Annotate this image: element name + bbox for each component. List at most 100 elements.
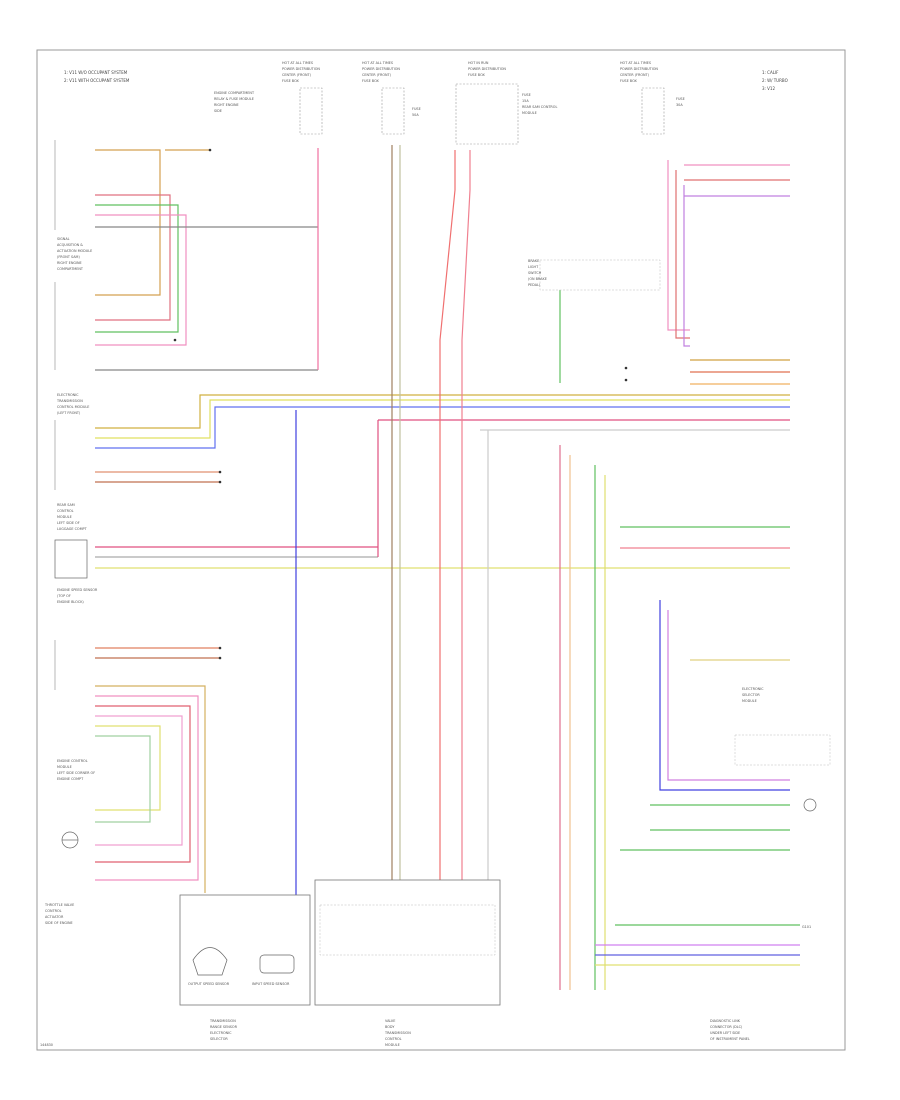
fuse-3-line-2: POWER DISTRIBUTION (468, 67, 506, 71)
wires-trunk (295, 145, 606, 990)
throttle-valve-symbol: THROTTLE VALVE CONTROL ACTUATOR SIDE OF … (44, 831, 79, 925)
wires-right (595, 160, 800, 966)
vbm-l2: BODY (385, 1025, 395, 1029)
fuse-3-line-3: FUSE BOX (468, 73, 486, 77)
pin-markers (173, 148, 628, 660)
legend-left-line-2: 2: V11 WITH OCCUPANT SYSTEM (64, 78, 130, 83)
fuse-3-desc-3: REAR SAM CONTROL (522, 105, 557, 109)
legend-right: 1: CALIF 2: W/ TURBO 3: V12 (762, 70, 788, 91)
bls-l4: (ON BRAKE (528, 277, 547, 281)
bls-l3: SWITCH (528, 271, 542, 275)
label-rear-sam: REAR SAM CONTROL MODULE LEFT SIDE OF LUG… (57, 503, 88, 531)
sam-front-l3: ACTUATION MODULE (57, 249, 92, 253)
tcm-l4: (LEFT FRONT) (57, 411, 81, 415)
fuse-1-line-3: CENTER (FRONT) (282, 73, 312, 77)
fuse-4-line-4: FUSE BOX (620, 79, 638, 83)
trm-l3: ELECTRONIC (210, 1031, 232, 1035)
dlc-block: DIAGNOSTIC LINK CONNECTOR (DLC) UNDER LE… (710, 1019, 750, 1041)
bls-l2: LIGHT (528, 265, 539, 269)
fuse-1-desc-4: SIDE (214, 109, 222, 113)
fuse-3-desc-1: FUSE (522, 93, 531, 97)
trans-range-module: TRANSMISSION RANGE SENSOR ELECTRONIC SEL… (179, 894, 311, 1041)
fuse-block-2: HOT AT ALL TIMES POWER DISTRIBUTION CENT… (362, 61, 421, 135)
trm-l4: SELECTOR (210, 1037, 228, 1041)
label-sam-front: SIGNAL ACQUISITION & ACTUATION MODULE (F… (57, 237, 92, 271)
fuse-1-desc-2: RELAY & FUSE MODULE (214, 97, 254, 101)
dlc-l1: DIAGNOSTIC LINK (710, 1019, 741, 1023)
tv-l3: ACTUATOR (45, 915, 64, 919)
fuse-3-desc-2: 15A (522, 99, 529, 103)
sam-front-l6: COMPARTMENT (57, 267, 84, 271)
trm-l1: TRANSMISSION (209, 1019, 236, 1023)
gs-l3: MODULE (742, 699, 757, 703)
rear-sam-l2: CONTROL (57, 509, 74, 513)
rear-sam-l4: LEFT SIDE OF (57, 521, 80, 525)
label-engine-speed-sensor: ENGINE SPEED SENSOR (TOP OF ENGINE BLOCK… (57, 588, 98, 604)
fuse-2-line-4: FUSE BOX (362, 79, 380, 83)
page-id: 144830 (40, 1043, 53, 1047)
vbm-l5: MODULE (385, 1043, 400, 1047)
ecl-l4: ENGINE COMPT (57, 777, 84, 781)
label-tcm-connector: ELECTRONIC TRANSMISSION CONTROL MODULE (… (54, 393, 89, 490)
ecl-l1: ENGINE CONTROL (57, 759, 88, 763)
gear-selector: ELECTRONIC SELECTOR MODULE (734, 687, 831, 812)
valve-body-module: VALVE BODY TRANSMISSION CONTROL MODULE (314, 879, 501, 1047)
fuse-3-desc-4: MODULE (522, 111, 537, 115)
rear-sam-l1: REAR SAM (57, 503, 75, 507)
fuse-1-desc-3: RIGHT ENGINE (214, 103, 239, 107)
tv-l1: THROTTLE VALVE (44, 903, 74, 907)
rear-sam-l5: LUGGAGE COMPT (57, 527, 88, 531)
vbm-l4: CONTROL (385, 1037, 402, 1041)
ecl-l2: MODULE (57, 765, 72, 769)
wires-left-lower (95, 647, 220, 893)
fuse-1-desc-1: ENGINE COMPARTMENT (214, 91, 255, 95)
fuse-4-line-2: POWER DISTRIBUTION (620, 67, 658, 71)
fuse-2-line-3: CENTER (FRONT) (362, 73, 392, 77)
bls-l1: BRAKE (528, 259, 539, 263)
tcm-l2: TRANSMISSION (56, 399, 83, 403)
tcm-l1: ELECTRONIC (57, 393, 79, 397)
ground-label: G101 (802, 925, 811, 929)
sam-front-l1: SIGNAL (57, 237, 70, 241)
bls-l5: PEDAL) (528, 283, 541, 287)
fuse-2-line-1: HOT AT ALL TIMES (362, 61, 393, 65)
trm-l2: RANGE SENSOR (210, 1025, 238, 1029)
engine-speed-sensor-box (54, 539, 88, 579)
sam-front-l5: RIGHT ENGINE (57, 261, 82, 265)
dlc-l2: CONNECTOR (DLC) (710, 1025, 743, 1029)
rear-sam-l3: MODULE (57, 515, 72, 519)
legend-right-line-1: 1: CALIF (762, 70, 779, 75)
legend-left-line-1: 1: V11 W/O OCCUPANT SYSTEM (64, 70, 128, 75)
fuse-2-desc-2: 50A (412, 113, 419, 117)
legend-right-line-3: 3: V12 (762, 86, 775, 91)
ess-l3: ENGINE BLOCK) (57, 600, 84, 604)
fuse-block-3: HOT IN RUN POWER DISTRIBUTION FUSE BOX F… (455, 61, 557, 145)
ecl-l3: LEFT SIDE CORNER OF (57, 771, 95, 775)
legend-left: 1: V11 W/O OCCUPANT SYSTEM 2: V11 WITH O… (64, 70, 130, 83)
fuse-2-desc-1: FUSE (412, 107, 421, 111)
sensor-output-speed-label: OUTPUT SPEED SENSOR (188, 982, 230, 986)
ess-l2: (TOP OF (57, 594, 71, 598)
wires-left-harness (95, 148, 319, 371)
dlc-l3: UNDER LEFT SIDE (710, 1031, 740, 1035)
tv-l4: SIDE OF ENGINE (45, 921, 73, 925)
vbm-l3: TRANSMISSION (384, 1031, 411, 1035)
fuse-4-desc-1: FUSE (676, 97, 685, 101)
fuse-1-line-1: HOT AT ALL TIMES (282, 61, 313, 65)
fuse-block-4: HOT AT ALL TIMES POWER DISTRIBUTION CENT… (620, 61, 685, 135)
diagram-frame (36, 49, 846, 1051)
sensor-input-speed: INPUT SPEED SENSOR (252, 954, 295, 986)
fuse-block-1: HOT AT ALL TIMES POWER DISTRIBUTION CENT… (214, 61, 323, 135)
tv-l2: CONTROL (45, 909, 62, 913)
fuse-4-line-3: CENTER (FRONT) (620, 73, 650, 77)
fuse-3-line-1: HOT IN RUN (468, 61, 489, 65)
sensor-input-speed-label: INPUT SPEED SENSOR (252, 982, 290, 986)
sam-front-l4: (FRONT SAM) (57, 255, 80, 259)
fuse-1-line-4: FUSE BOX (282, 79, 300, 83)
gs-l1: ELECTRONIC (742, 687, 764, 691)
dlc-l4: OF INSTRUMENT PANEL (710, 1037, 750, 1041)
legend-right-line-2: 2: W/ TURBO (762, 78, 788, 83)
gs-l2: SELECTOR (742, 693, 760, 697)
fuse-4-desc-2: 30A (676, 103, 683, 107)
